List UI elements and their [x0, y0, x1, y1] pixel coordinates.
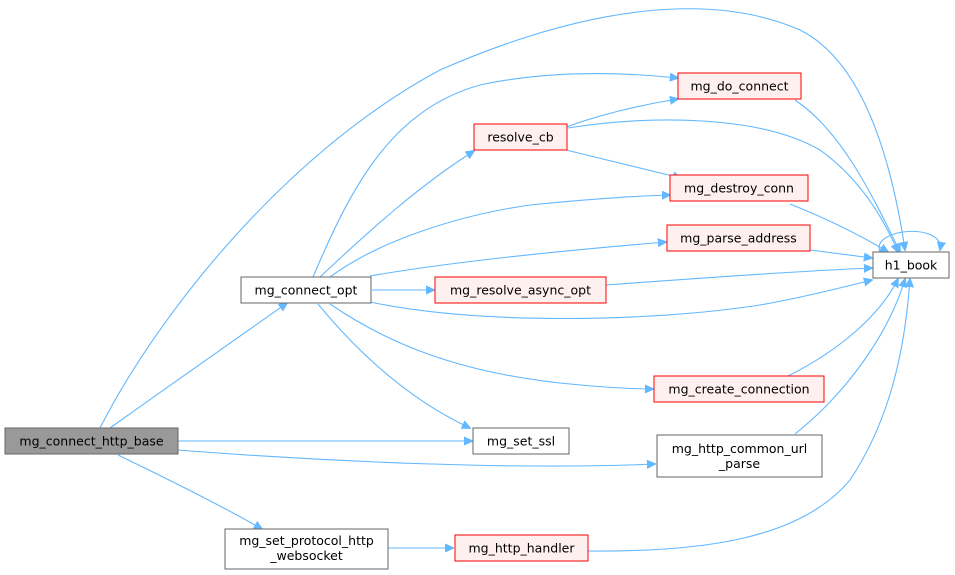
node-label: mg_do_connect: [690, 79, 788, 94]
edge-connect-opt-to-resolve-cb: [319, 151, 474, 278]
node-mg-set-ssl[interactable]: mg_set_ssl: [472, 427, 570, 455]
node-mg-http-handler[interactable]: mg_http_handler: [454, 534, 589, 562]
edge-parse-address-to-h1-book: [809, 249, 872, 258]
node-label-line-1: mg_set_protocol_http: [239, 533, 374, 548]
edge-base-to-set-protocol: [117, 454, 262, 529]
node-label: mg_set_ssl: [487, 434, 555, 449]
edge-h1-book-self-loop: [878, 230, 940, 253]
node-label-line-2: _parse: [718, 456, 760, 471]
node-mg-parse-address[interactable]: mg_parse_address: [666, 224, 811, 252]
edge-http-handler-to-h1-book: [587, 279, 910, 552]
node-mg-connect-http-base[interactable]: mg_connect_http_base: [4, 427, 179, 455]
node-label: mg_create_connection: [668, 382, 809, 397]
node-h1-book[interactable]: h1_book: [872, 251, 950, 279]
edge-connect-opt-to-create-connection: [329, 303, 653, 389]
node-mg-do-connect[interactable]: mg_do_connect: [677, 72, 802, 100]
node-label: mg_http_handler: [468, 541, 575, 556]
node-mg-create-connection[interactable]: mg_create_connection: [653, 375, 825, 403]
node-mg-destroy-conn[interactable]: mg_destroy_conn: [669, 174, 809, 202]
edge-connect-opt-to-h1-book: [369, 280, 872, 320]
edge-resolve-cb-to-h1-book: [567, 119, 898, 252]
edge-create-connection-to-h1-book: [787, 279, 898, 377]
edge-connect-opt-to-set-ssl: [317, 303, 470, 428]
node-label: mg_resolve_async_opt: [450, 283, 591, 298]
node-mg-resolve-async-opt[interactable]: mg_resolve_async_opt: [434, 276, 607, 304]
nodes: mg_connect_http_base mg_connect_opt mg_s…: [4, 72, 950, 570]
edge-base-to-connect-opt: [109, 303, 287, 429]
node-resolve-cb[interactable]: resolve_cb: [473, 123, 568, 151]
edge-resolve-cb-to-destroy-conn: [565, 149, 681, 178]
node-label: mg_connect_http_base: [19, 434, 163, 449]
node-label: h1_book: [885, 258, 938, 273]
node-label: mg_connect_opt: [255, 283, 358, 298]
node-label: mg_parse_address: [680, 231, 797, 246]
node-label: mg_destroy_conn: [684, 181, 794, 196]
edge-resolve-cb-to-do-connect: [565, 99, 678, 128]
node-label: resolve_cb: [487, 130, 553, 145]
node-label-line-1: mg_http_common_url: [672, 441, 808, 456]
node-mg-set-protocol-http-websocket[interactable]: mg_set_protocol_http _websocket: [224, 528, 389, 570]
edge-resolve-async-to-h1-book: [605, 268, 872, 286]
edge-do-connect-to-h1-book: [794, 99, 900, 252]
edges: [99, 8, 940, 552]
edge-connect-opt-to-do-connect: [312, 74, 678, 278]
edge-connect-opt-to-parse-address: [369, 242, 666, 277]
node-mg-connect-opt[interactable]: mg_connect_opt: [240, 276, 372, 304]
node-label-line-2: _websocket: [269, 548, 343, 563]
edge-url-parse-to-h1-book: [794, 279, 905, 435]
edge-base-to-url-parse: [177, 449, 655, 466]
edge-base-to-h1-book: [99, 8, 905, 429]
node-mg-http-common-url-parse[interactable]: mg_http_common_url _parse: [656, 434, 823, 478]
edge-connect-opt-to-destroy-conn: [329, 195, 670, 278]
